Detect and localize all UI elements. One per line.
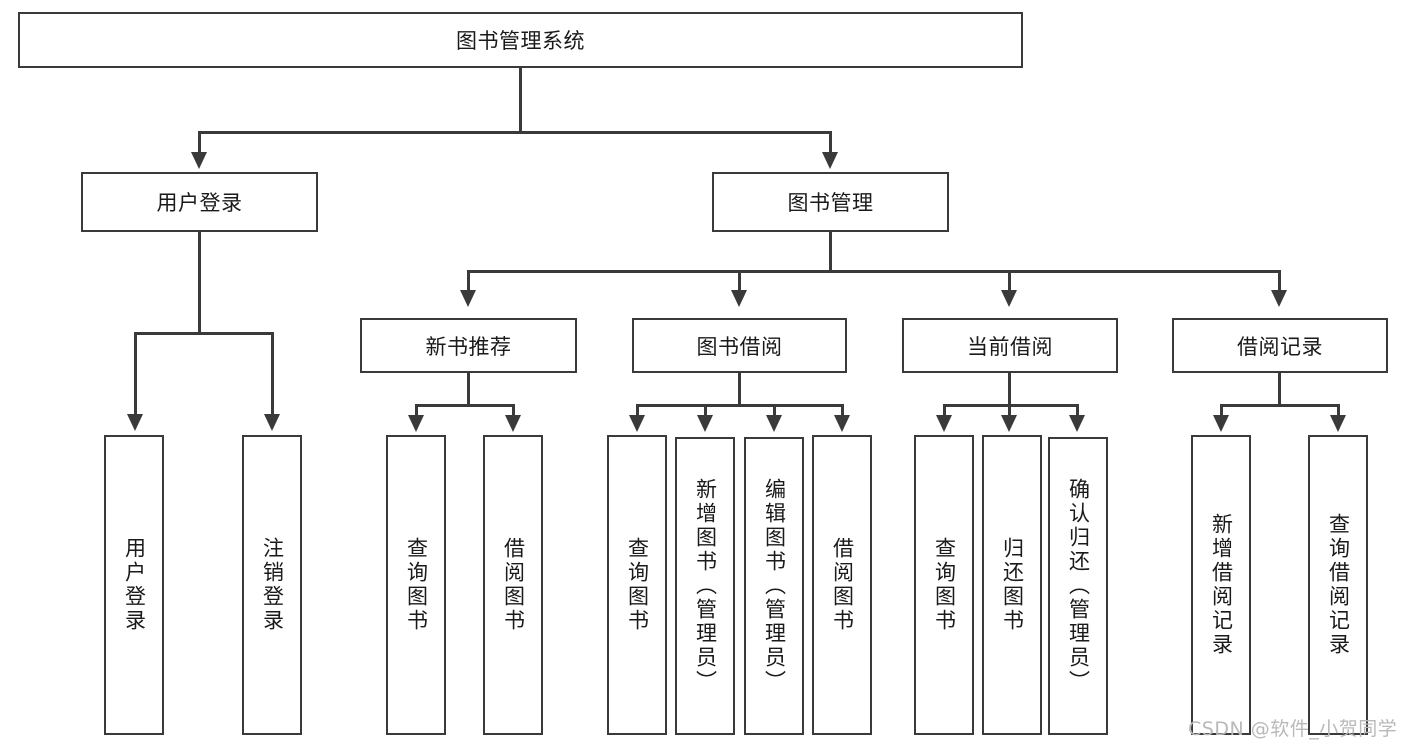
arrow-down-icon — [191, 152, 207, 169]
connector-new-book-stem — [467, 373, 470, 406]
connector-book-borrow-child-3 — [773, 404, 776, 417]
leaf-query-book-current[interactable]: 查询图书 — [914, 435, 974, 735]
node-book-borrow[interactable]: 图书借阅 — [632, 318, 847, 373]
node-label: 查询图书 — [932, 537, 957, 633]
connector-root-stem — [519, 68, 522, 133]
node-label: 当前借阅 — [967, 334, 1053, 359]
connector-book-borrow-bus — [636, 404, 843, 407]
node-new-book-recommend[interactable]: 新书推荐 — [360, 318, 577, 373]
node-label: 确认归还（管理员） — [1066, 478, 1091, 694]
arrow-down-icon — [766, 415, 782, 432]
arrow-down-icon — [1001, 290, 1017, 307]
node-label: 图书管理 — [787, 191, 874, 215]
node-label: 编辑图书（管理员） — [762, 478, 787, 694]
leaf-query-book-recommend[interactable]: 查询图书 — [386, 435, 446, 735]
connector-book-borrow-child-4 — [841, 404, 844, 417]
leaf-query-book-borrow[interactable]: 查询图书 — [607, 435, 667, 735]
leaf-return-book[interactable]: 归还图书 — [982, 435, 1042, 735]
node-label: 注销登录 — [260, 537, 285, 633]
connector-root-to-user-login — [198, 131, 201, 154]
connector-borrow-record-stem — [1278, 373, 1281, 406]
leaf-borrow-book-recommend[interactable]: 借阅图书 — [483, 435, 543, 735]
node-label: 归还图书 — [1000, 537, 1025, 633]
connector-root-bus — [198, 131, 831, 134]
connector-current-borrow-child-3 — [1076, 404, 1079, 417]
leaf-query-borrow-record[interactable]: 查询借阅记录 — [1308, 435, 1368, 735]
node-label: 查询借阅记录 — [1326, 513, 1351, 657]
arrow-down-icon — [264, 414, 280, 431]
node-label: 查询图书 — [404, 537, 429, 633]
arrow-down-icon — [936, 415, 952, 432]
connector-current-borrow-bus — [943, 404, 1078, 407]
leaf-add-book-admin[interactable]: 新增图书（管理员） — [675, 437, 735, 735]
leaf-add-borrow-record[interactable]: 新增借阅记录 — [1191, 435, 1251, 735]
arrow-down-icon — [1330, 415, 1346, 432]
connector-book-manage-child-4 — [1278, 270, 1281, 292]
connector-user-login-stem — [198, 232, 201, 335]
connector-book-manage-bus — [467, 270, 1280, 273]
node-label: 用户登录 — [156, 191, 243, 215]
leaf-confirm-return-admin[interactable]: 确认归还（管理员） — [1048, 437, 1108, 735]
node-root-system[interactable]: 图书管理系统 — [18, 12, 1023, 68]
connector-new-book-child-2 — [512, 404, 515, 417]
node-label: 新书推荐 — [425, 334, 512, 359]
arrow-down-icon — [834, 415, 850, 432]
node-label: 借阅图书 — [830, 537, 855, 633]
leaf-user-logout[interactable]: 注销登录 — [242, 435, 302, 735]
arrow-down-icon — [629, 415, 645, 432]
node-label: 新增借阅记录 — [1209, 513, 1234, 657]
node-label: 图书借阅 — [696, 334, 783, 359]
arrow-down-icon — [1271, 290, 1287, 307]
connector-new-book-bus — [415, 404, 514, 407]
connector-borrow-record-child-2 — [1337, 404, 1340, 417]
connector-current-borrow-child-2 — [1008, 404, 1011, 417]
node-borrow-record[interactable]: 借阅记录 — [1172, 318, 1388, 373]
connector-current-borrow-stem — [1008, 373, 1011, 406]
node-book-management[interactable]: 图书管理 — [712, 172, 949, 232]
connector-borrow-record-bus — [1220, 404, 1339, 407]
connector-current-borrow-child-1 — [943, 404, 946, 417]
node-label: 借阅图书 — [501, 537, 526, 633]
connector-user-login-child-1 — [134, 332, 137, 416]
connector-user-login-child-2 — [271, 332, 274, 416]
arrow-down-icon — [697, 415, 713, 432]
arrow-down-icon — [731, 290, 747, 307]
watermark: CSDN @软件_小贺同学 — [1188, 718, 1398, 740]
node-label: 新增图书（管理员） — [693, 478, 718, 694]
connector-book-borrow-child-1 — [636, 404, 639, 417]
node-label: 用户登录 — [122, 537, 147, 633]
connector-borrow-record-child-1 — [1220, 404, 1223, 417]
arrow-down-icon — [1069, 415, 1085, 432]
node-user-login[interactable]: 用户登录 — [81, 172, 318, 232]
arrow-down-icon — [460, 290, 476, 307]
arrow-down-icon — [408, 415, 424, 432]
node-label: 借阅记录 — [1237, 334, 1323, 359]
arrow-down-icon — [505, 415, 521, 432]
connector-book-manage-child-1 — [467, 270, 470, 292]
node-label: 查询图书 — [625, 537, 650, 633]
connector-root-to-book-manage — [829, 131, 832, 154]
connector-user-login-bus — [134, 332, 273, 335]
leaf-user-login[interactable]: 用户登录 — [104, 435, 164, 735]
connector-book-manage-child-2 — [738, 270, 741, 292]
connector-book-manage-child-3 — [1008, 270, 1011, 292]
node-label: 图书管理系统 — [456, 29, 585, 53]
connector-new-book-child-1 — [415, 404, 418, 417]
connector-book-borrow-stem — [738, 373, 741, 406]
arrow-down-icon — [1213, 415, 1229, 432]
connector-book-manage-stem — [829, 232, 832, 272]
connector-book-borrow-child-2 — [704, 404, 707, 417]
leaf-borrow-book[interactable]: 借阅图书 — [812, 435, 872, 735]
arrow-down-icon — [1001, 415, 1017, 432]
arrow-down-icon — [822, 152, 838, 169]
arrow-down-icon — [127, 414, 143, 431]
leaf-edit-book-admin[interactable]: 编辑图书（管理员） — [744, 437, 804, 735]
node-current-borrow[interactable]: 当前借阅 — [902, 318, 1118, 373]
